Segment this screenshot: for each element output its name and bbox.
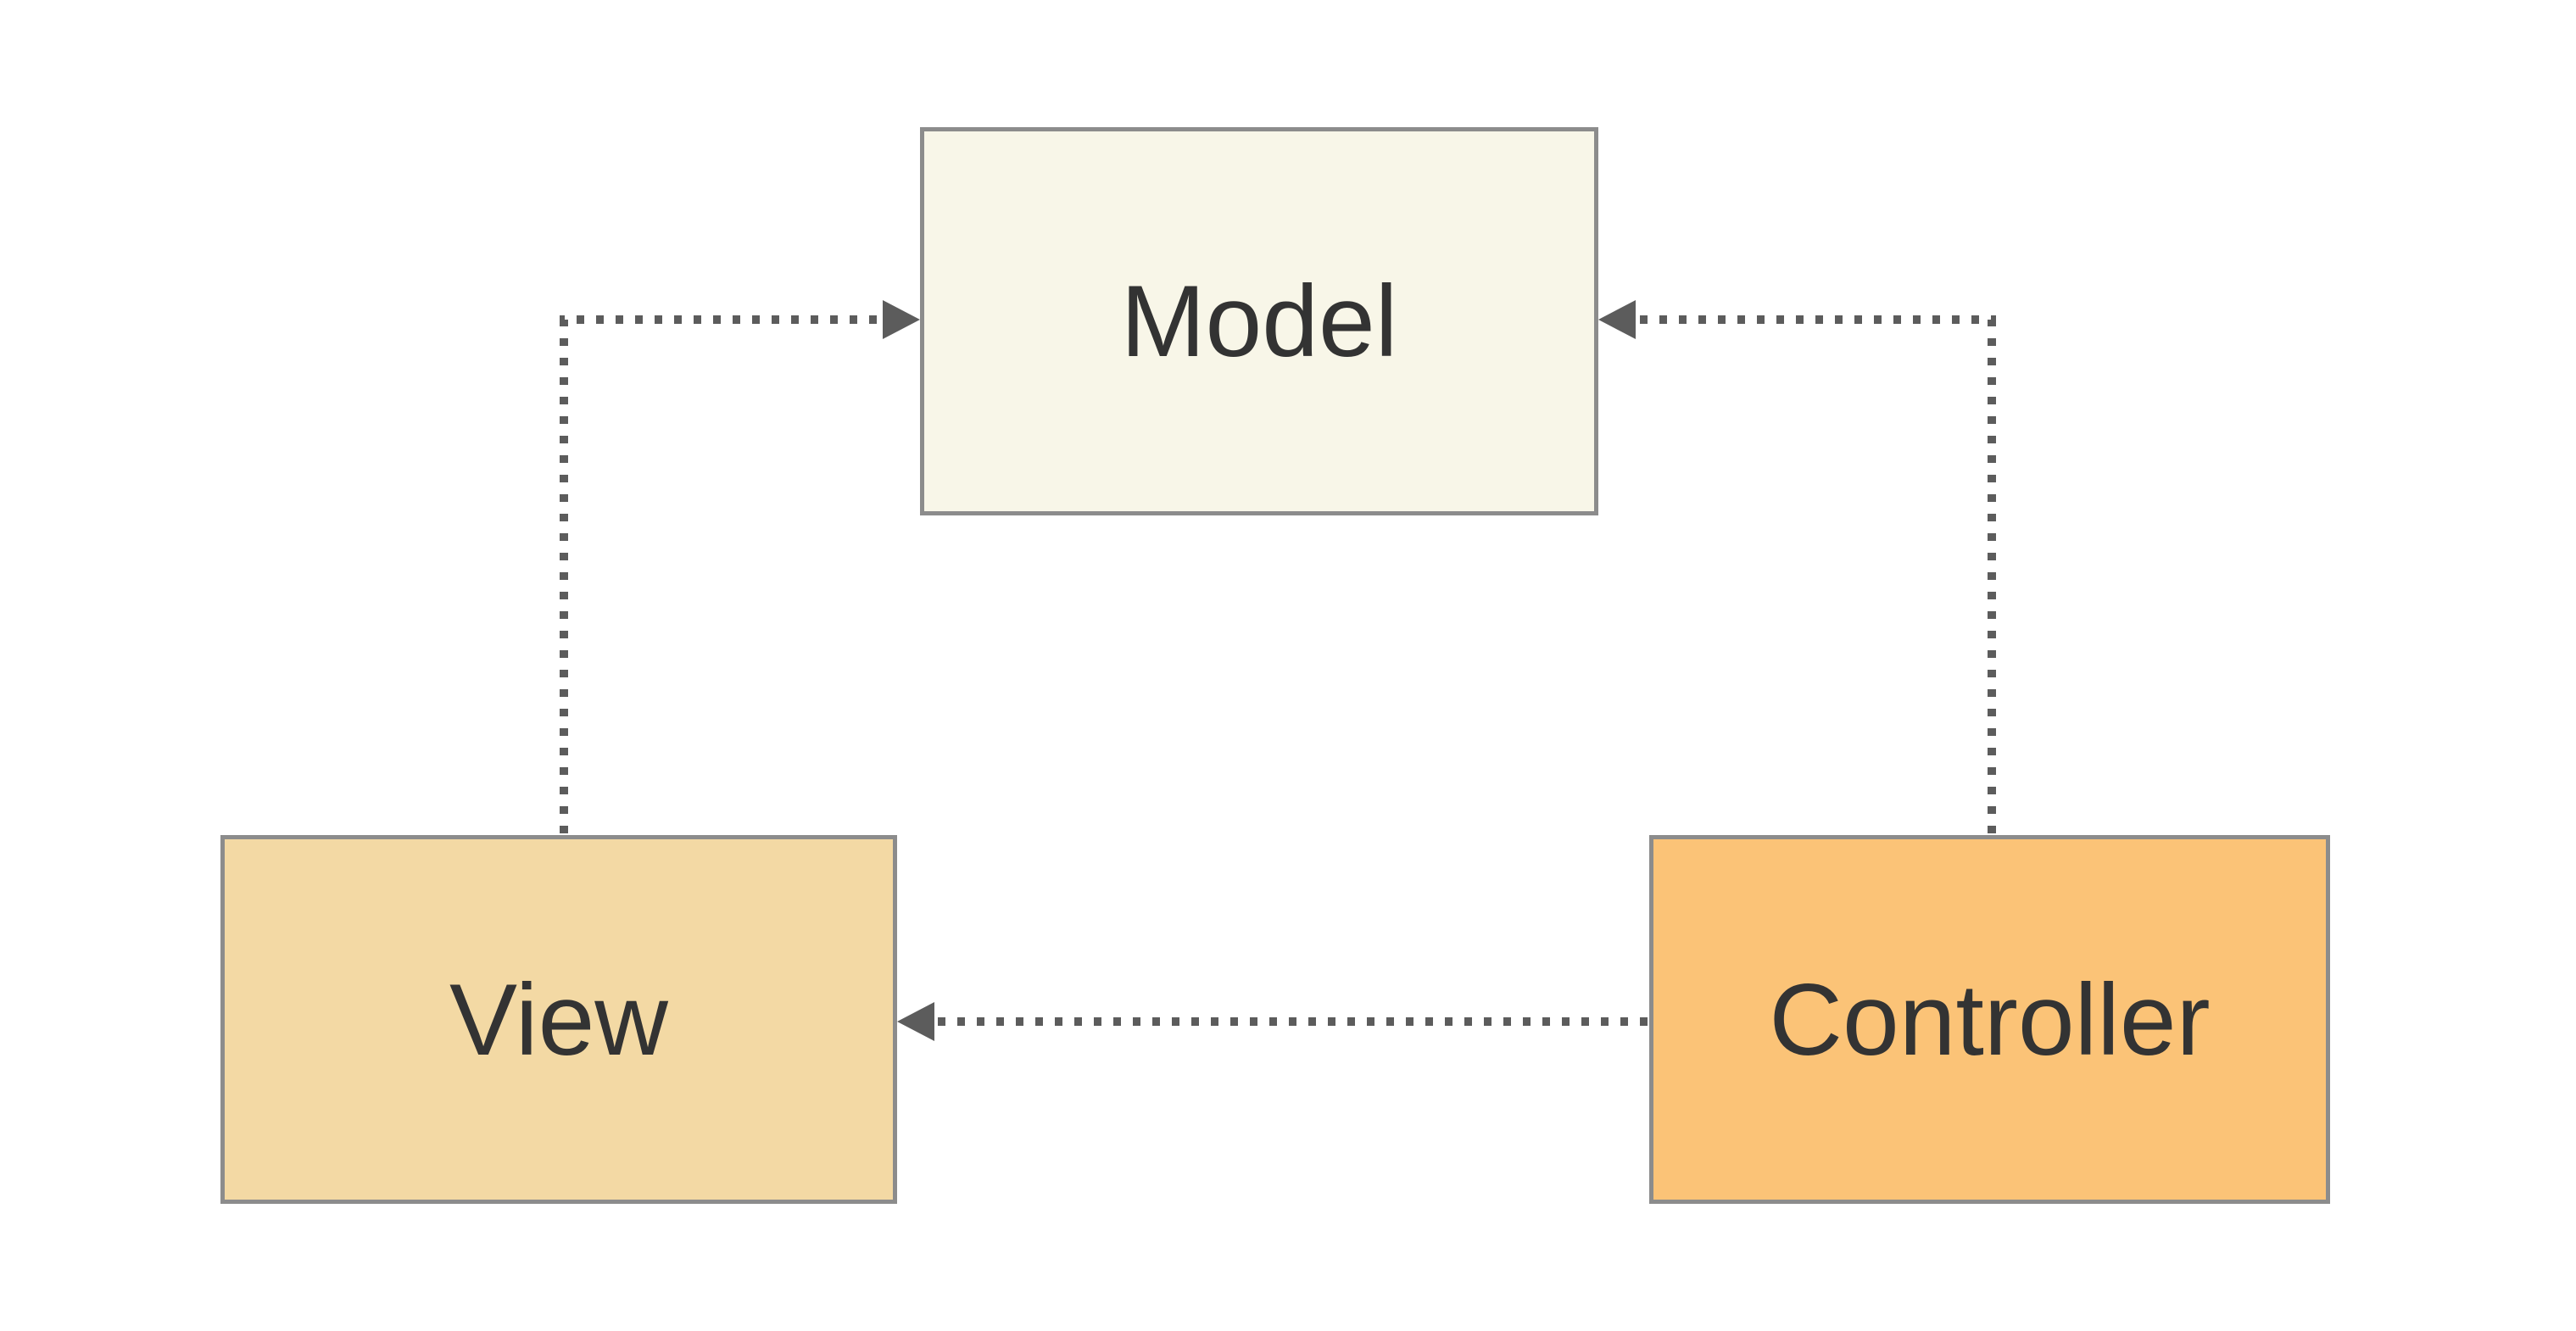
edge-view-to-model-line — [560, 315, 882, 833]
controller-box: Controller — [1649, 835, 2330, 1204]
edge-controller-to-model — [1598, 300, 1996, 833]
view-box-label: View — [449, 962, 668, 1077]
arrow-left-icon — [897, 1002, 934, 1041]
edge-view-to-model — [560, 300, 920, 833]
edge-controller-to-view — [897, 1002, 1648, 1041]
view-box: View — [220, 835, 897, 1204]
model-box-label: Model — [1120, 265, 1398, 378]
arrow-left-icon — [1598, 300, 1636, 339]
edge-controller-to-model-line — [1636, 315, 1996, 833]
model-box: Model — [920, 127, 1598, 515]
controller-box-label: Controller — [1769, 962, 2211, 1077]
arrow-right-icon — [883, 300, 920, 339]
